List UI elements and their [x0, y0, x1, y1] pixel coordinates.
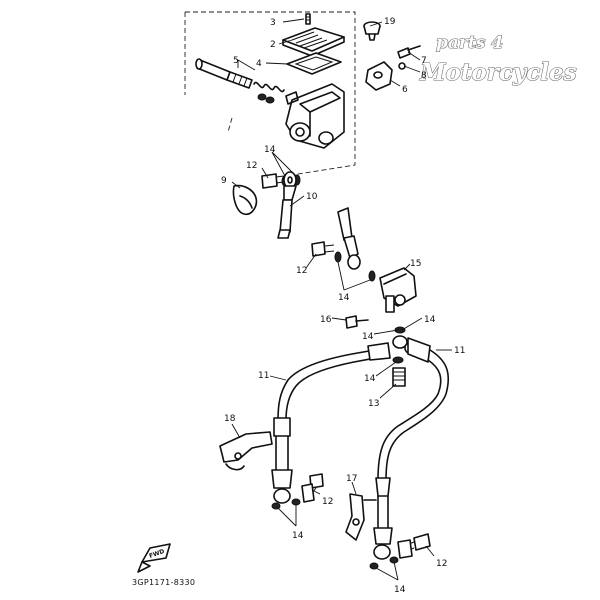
joint-part-15: [379, 267, 417, 313]
callout-14-upper: 14: [264, 145, 276, 155]
callout-numbers: 3 2 4 5 19 7 8 6 14 12 9 10 12 14 15 16 …: [221, 17, 465, 595]
diaphragm-part-4: [286, 52, 342, 75]
callout-4: 4: [256, 59, 262, 69]
hose-bracket-part-17: [345, 493, 377, 541]
callout-12-upper: 12: [246, 161, 257, 171]
bolt-part-7: [397, 45, 421, 59]
brake-hose-right-part-11: [373, 337, 450, 560]
front-direction-marker: FWD: [137, 543, 171, 573]
callout-19: 19: [384, 17, 396, 27]
callout-15: 15: [410, 259, 421, 269]
callout-14-center-left: 14: [362, 332, 374, 342]
watermark-line-1: parts 4: [436, 33, 503, 53]
callout-3: 3: [270, 18, 276, 28]
screw-part-3: [305, 13, 311, 25]
callout-14-lower-right: 14: [394, 585, 406, 595]
watermark-logo: parts 4 Motorcycles: [418, 32, 577, 86]
callout-11-right: 11: [454, 346, 465, 356]
hose-bracket-part-18: [219, 431, 273, 471]
callout-7: 7: [421, 56, 427, 66]
callout-14-center-lower: 14: [364, 374, 376, 384]
callout-5: 5: [233, 56, 239, 66]
callout-13: 13: [368, 399, 379, 409]
banjo-bolt-middle: [311, 241, 376, 282]
cap-part-9: [232, 184, 258, 216]
callout-17: 17: [346, 474, 357, 484]
banjo-bolt-lower-left: [271, 473, 324, 510]
assembly-outline: [185, 11, 356, 176]
callout-leaders: [231, 18, 452, 581]
callout-12-lower-left: 12: [322, 497, 333, 507]
callout-12-lower-right: 12: [436, 559, 447, 569]
watermark-line-2: Motorcycles: [419, 59, 577, 86]
holder-part-6: [365, 61, 393, 91]
callout-9: 9: [221, 176, 227, 186]
boot-part-19: [363, 21, 381, 41]
brake-hose-left-part-11: [271, 342, 391, 504]
callout-10: 10: [306, 192, 318, 202]
callout-12-middle: 12: [296, 266, 307, 276]
reservoir-cap-part-2: [282, 27, 345, 57]
callout-14-middle: 14: [338, 293, 350, 303]
brake-hose-part-10: [277, 199, 293, 239]
bolt-part-16: [345, 315, 369, 329]
fwd-label: FWD: [148, 548, 165, 560]
callout-11-left: 11: [258, 371, 269, 381]
callout-18: 18: [224, 414, 236, 424]
callout-6: 6: [402, 85, 408, 95]
callout-16: 16: [320, 315, 332, 325]
hose-fitting-upper: [283, 171, 297, 201]
callout-2: 2: [270, 40, 276, 50]
callout-8: 8: [421, 71, 427, 81]
banjo-bolt-lower-right: [369, 533, 431, 570]
hose-lower-connector: [337, 207, 361, 270]
piston-kit-part-5: [195, 58, 285, 104]
master-cylinder-body: [285, 83, 345, 149]
callout-14-lower-left: 14: [292, 531, 304, 541]
diagram-code: 3GP1171-8330: [132, 578, 195, 587]
callout-14-center-right: 14: [424, 315, 436, 325]
